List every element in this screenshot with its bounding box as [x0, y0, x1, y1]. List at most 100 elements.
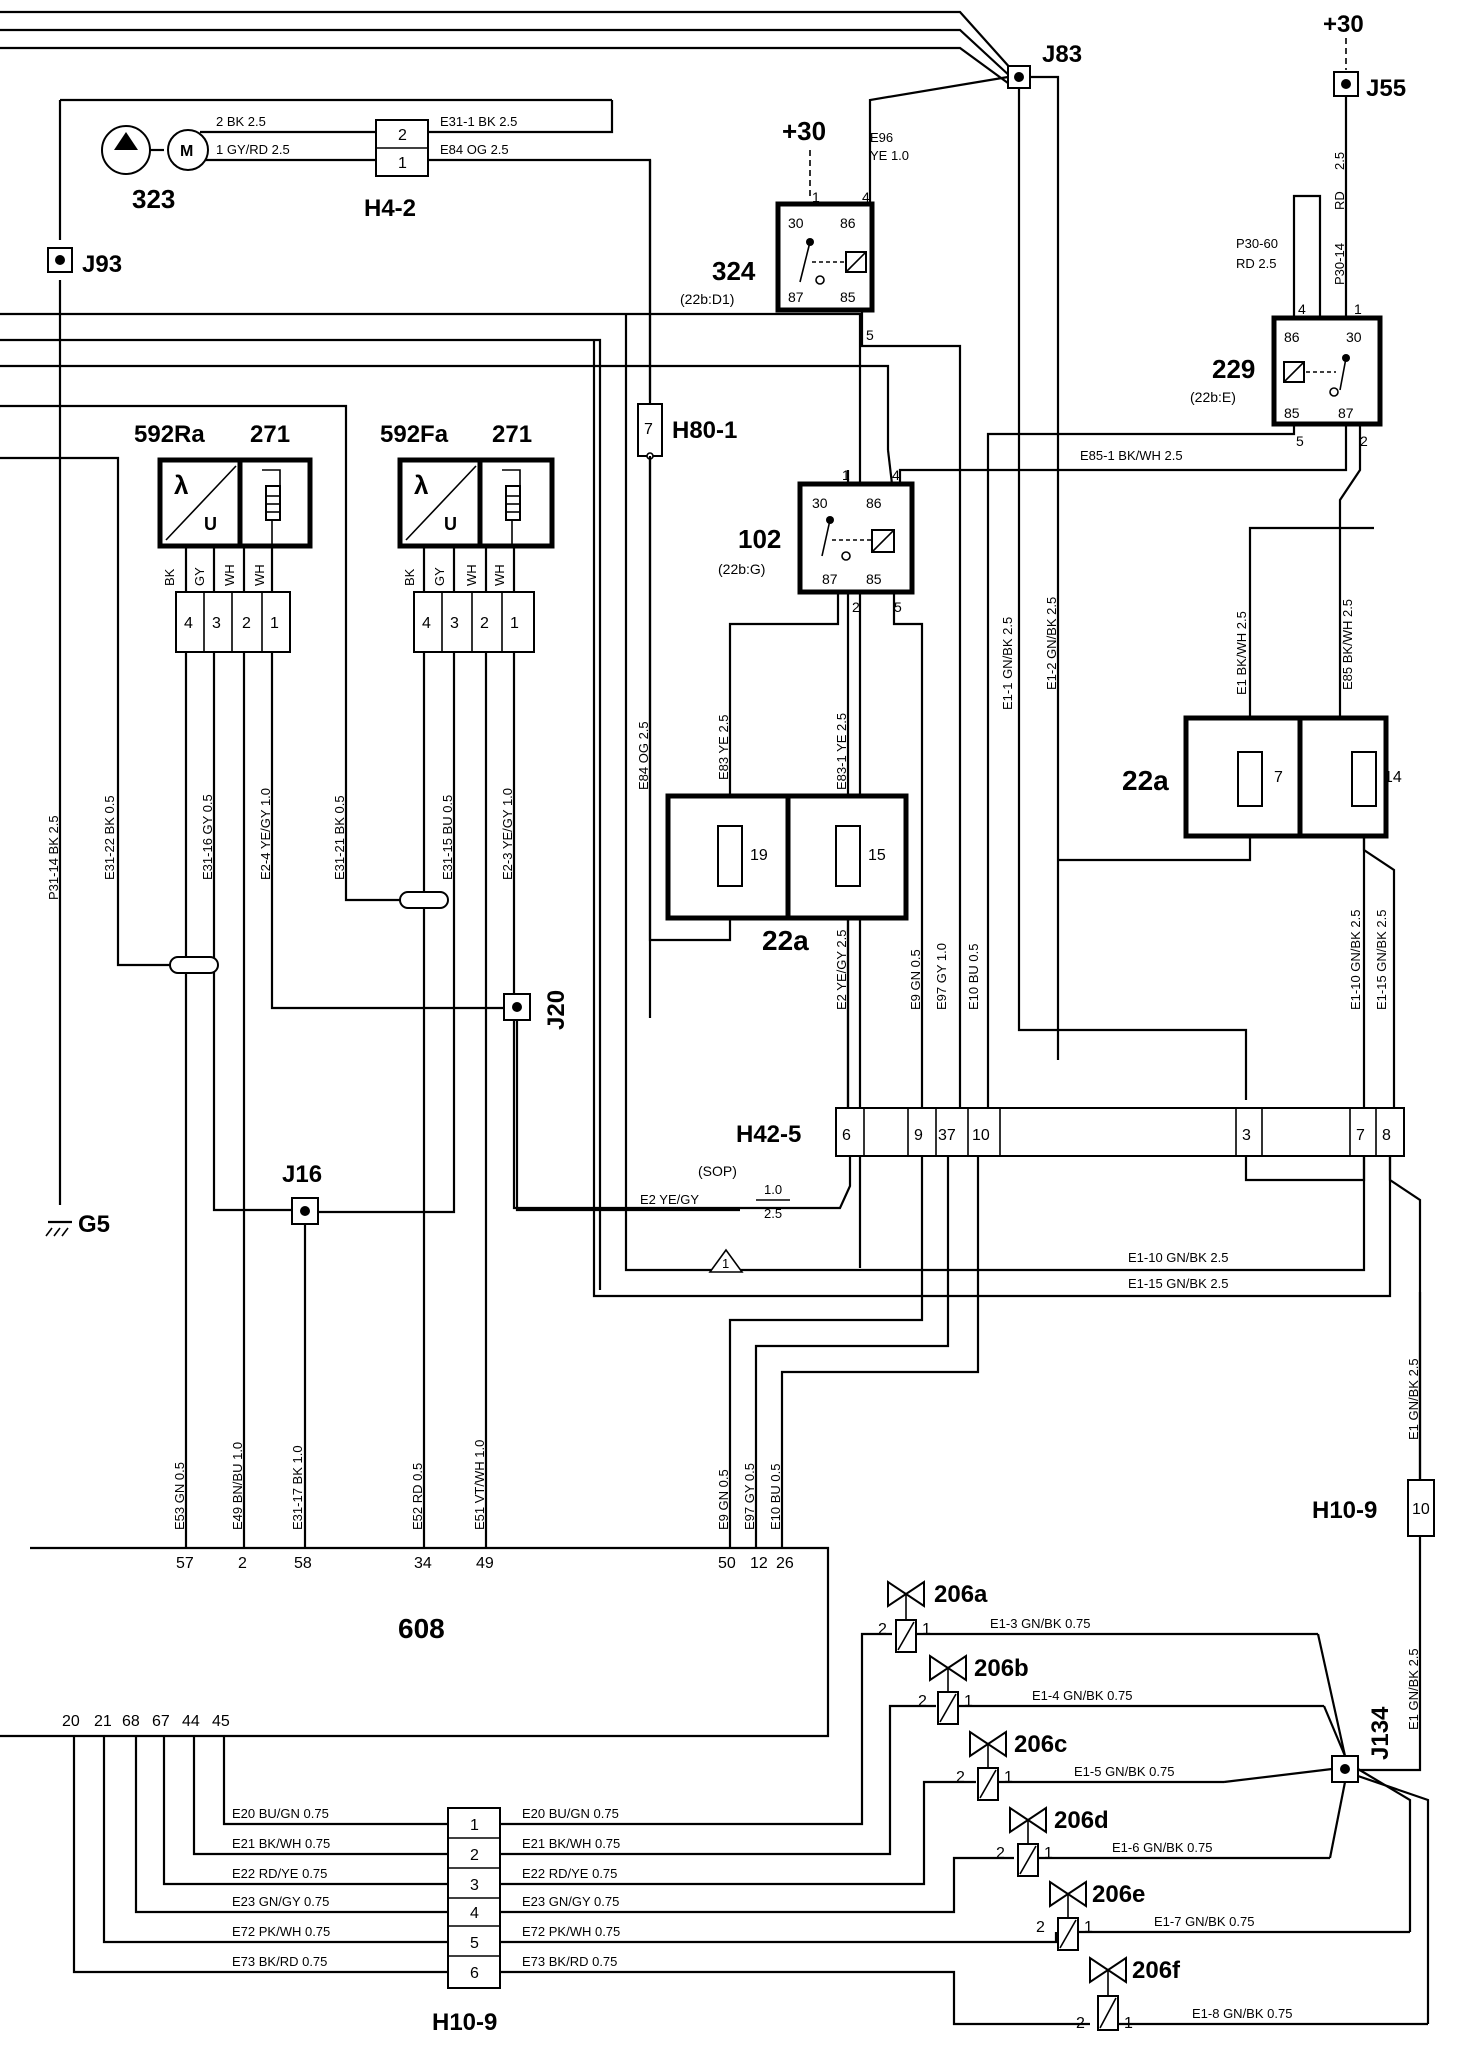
svg-text:34: 34	[414, 1555, 432, 1572]
svg-text:4: 4	[862, 189, 870, 205]
svg-text:E1-15 GN/BK 2.5: E1-15 GN/BK 2.5	[1128, 1276, 1228, 1291]
svg-text:E21 BK/WH 0.75: E21 BK/WH 0.75	[232, 1836, 330, 1851]
r229-ref: (22b:E)	[1190, 389, 1236, 405]
svg-text:85: 85	[840, 289, 856, 305]
svg-text:2: 2	[878, 1621, 887, 1638]
r102-ref: (22b:G)	[718, 561, 765, 577]
sensor-592ra: 592Ra 271 λ U 4 3 2 1 BK GY WH WH E31-22…	[102, 421, 520, 1548]
svg-text:E72 PK/WH 0.75: E72 PK/WH 0.75	[232, 1924, 330, 1939]
svg-text:4: 4	[892, 467, 900, 483]
g5-label: G5	[78, 1211, 110, 1238]
svg-text:WH: WH	[464, 564, 479, 586]
svg-text:1: 1	[842, 467, 850, 483]
svg-text:E1-8 GN/BK 0.75: E1-8 GN/BK 0.75	[1192, 2006, 1292, 2021]
r324-label: 324	[712, 256, 756, 286]
svg-text:WH: WH	[492, 564, 507, 586]
svg-text:E1 GN/BK 2.5: E1 GN/BK 2.5	[1406, 1358, 1421, 1440]
plus30-top-label: +30	[1323, 11, 1364, 38]
r102-label: 102	[738, 524, 781, 554]
svg-text:3: 3	[450, 615, 459, 632]
splice-j16: J16	[282, 1161, 322, 1548]
svg-text:GY: GY	[192, 567, 207, 586]
splice-j93: J93	[47, 247, 122, 278]
r324-ref: (22b:D1)	[680, 291, 734, 307]
svg-text:9: 9	[914, 1127, 923, 1144]
splice-j20: J20	[503, 990, 740, 1212]
e1-e85-wires: E1 BK/WH 2.5 E85 BK/WH 2.5	[1234, 424, 1374, 720]
e1-1-label: E1-1 GN/BK 2.5	[1000, 617, 1015, 710]
svg-text:1: 1	[812, 189, 820, 205]
svg-text:E97 GY 1.0: E97 GY 1.0	[934, 943, 949, 1010]
svg-text:57: 57	[176, 1555, 194, 1572]
svg-text:50: 50	[718, 1555, 736, 1572]
supply-j55: +30 J55 2.5 RD P30-14	[1323, 11, 1406, 320]
splice-j83: J83	[868, 41, 1248, 1100]
svg-text:E31-21 BK 0.5: E31-21 BK 0.5	[332, 795, 347, 880]
v206d-label: 206d	[1054, 1807, 1109, 1834]
motor-wire-2: 2 BK 2.5	[216, 114, 266, 129]
svg-text:BK: BK	[162, 568, 177, 586]
valve-206d: 206d 2 1 E1-6 GN/BK 0.75	[996, 1806, 1330, 1877]
svg-text:30: 30	[1346, 329, 1362, 345]
relay-324: +30 30 86 87 85 1 4 5 324 (22b:D1) E96 Y…	[680, 116, 962, 1108]
svg-text:E97 GY 0.5: E97 GY 0.5	[742, 1463, 757, 1530]
svg-text:2: 2	[1036, 1919, 1045, 1936]
ecu-608-label: 608	[398, 1613, 445, 1644]
svg-text:E1 GN/BK 2.5: E1 GN/BK 2.5	[1406, 1648, 1421, 1730]
svg-text:2: 2	[918, 1693, 927, 1710]
p31-14-label: P31-14 BK 2.5	[46, 815, 61, 900]
svg-text:E72 PK/WH 0.75: E72 PK/WH 0.75	[522, 1924, 620, 1939]
svg-text:BK: BK	[402, 568, 417, 586]
svg-text:10: 10	[1412, 1501, 1430, 1518]
svg-text:2: 2	[480, 615, 489, 632]
valve-206f: 206f 2 1 E1-8 GN/BK 0.75	[1076, 1956, 1428, 2032]
svg-text:E20 BU/GN 0.75: E20 BU/GN 0.75	[232, 1806, 329, 1821]
svg-text:26: 26	[776, 1555, 794, 1572]
svg-text:86: 86	[866, 495, 882, 511]
svg-text:2: 2	[996, 1845, 1005, 1862]
e96-label: E96	[870, 130, 893, 145]
svg-text:E1-4 GN/BK 0.75: E1-4 GN/BK 0.75	[1032, 1688, 1132, 1703]
valve-206c: 206c 2 1 E1-5 GN/BK 0.75	[956, 1730, 1224, 1801]
svg-text:E23 GN/GY 0.75: E23 GN/GY 0.75	[232, 1894, 329, 1909]
pump-motor-323: M 323 2 BK 2.5 1 GY/RD 2.5	[101, 114, 380, 214]
e96-size: YE 1.0	[870, 148, 909, 163]
h4-2-label: H4-2	[364, 195, 416, 222]
j55-label: J55	[1366, 75, 1406, 102]
271a-label: 271	[250, 421, 290, 448]
motor-icon: M	[180, 143, 193, 160]
svg-text:7: 7	[1356, 1127, 1365, 1144]
v206f-label: 206f	[1132, 1957, 1181, 1984]
svg-text:5: 5	[470, 1935, 479, 1952]
svg-text:1: 1	[510, 615, 519, 632]
motor-wire-1: 1 GY/RD 2.5	[216, 142, 290, 157]
svg-text:1: 1	[1044, 1845, 1053, 1862]
fuse-22a-left-label: 22a	[762, 925, 809, 956]
svg-text:3: 3	[212, 615, 221, 632]
left-feed-wires	[0, 312, 890, 1290]
svg-text:E2 YE/GY 2.5: E2 YE/GY 2.5	[834, 930, 849, 1010]
r229-label: 229	[1212, 354, 1255, 384]
svg-text:E1-5 GN/BK 0.75: E1-5 GN/BK 0.75	[1074, 1764, 1174, 1779]
e1-bkwh-label: E1 BK/WH 2.5	[1234, 611, 1249, 695]
svg-text:30: 30	[812, 495, 828, 511]
sop-annotation: (SOP) E2 YE/GY 1.0 2.5 1	[640, 1163, 790, 1273]
svg-text:1: 1	[722, 1256, 729, 1271]
ecu-608: 608 57 2 58 34 49 50 12 26 E53 GN 0.5 E4…	[0, 1440, 830, 1738]
fuse-15: 15	[868, 847, 886, 864]
svg-text:U: U	[444, 514, 457, 534]
svg-text:6: 6	[470, 1965, 479, 1982]
svg-text:87: 87	[788, 289, 804, 305]
v206c-label: 206c	[1014, 1731, 1067, 1758]
svg-text:4: 4	[470, 1905, 479, 1922]
svg-text:E20 BU/GN 0.75: E20 BU/GN 0.75	[522, 1806, 619, 1821]
j93-label: J93	[82, 251, 122, 278]
svg-text:E2-4 YE/GY 1.0: E2-4 YE/GY 1.0	[258, 788, 273, 880]
connector-h10-9-right: 10 H10-9 E1 GN/BK 2.5 E1 GN/BK 2.5	[1312, 1292, 1435, 1772]
v206e-label: 206e	[1092, 1881, 1145, 1908]
svg-text:20: 20	[62, 1713, 80, 1730]
svg-text:1: 1	[270, 615, 279, 632]
svg-text:4: 4	[1298, 301, 1306, 317]
relay-102: 30 86 87 85 1 4 2 5 102 (22b:G)	[718, 449, 924, 1108]
c323-label: 323	[132, 184, 175, 214]
